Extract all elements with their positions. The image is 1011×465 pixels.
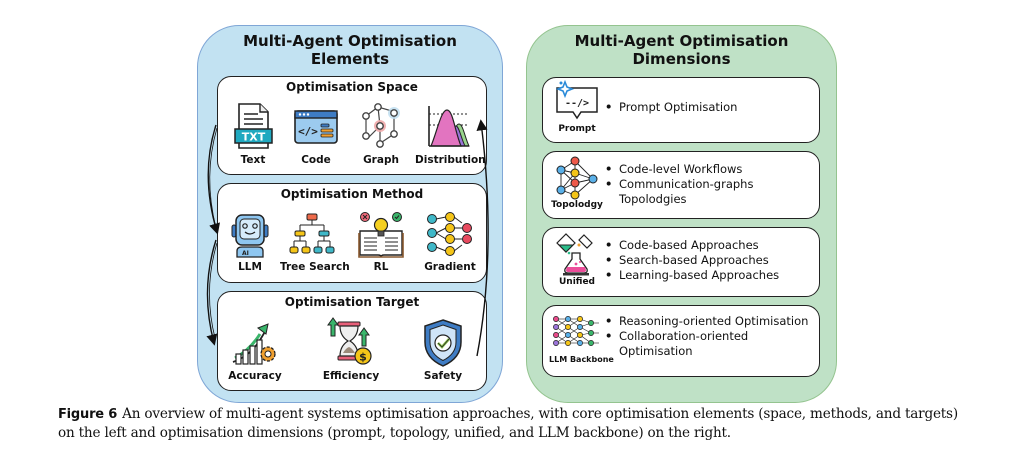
dimensions-title-line1: Multi-Agent Optimisation <box>574 32 789 50</box>
dimensions-panel: Multi-Agent Optimisation Dimensions --/>… <box>526 25 837 403</box>
ai-robot-icon: AI <box>231 214 269 258</box>
optimisation-method-box: Optimisation Method AI LLM <box>217 183 487 283</box>
figure-label: Figure 6 <box>58 407 118 422</box>
space-item-text: TXT Text <box>221 102 285 166</box>
space-item-distribution: Distribution <box>415 102 486 166</box>
dimension-prompt-icon-group: --/> Prompt <box>549 80 605 134</box>
method-label-gradient: Gradient <box>424 261 476 273</box>
txt-document-icon: TXT <box>234 103 273 149</box>
hourglass-dollar-icon: $ <box>327 317 372 365</box>
bullet-item: Reasoning-oriented Optimisation <box>605 314 808 329</box>
target-label-efficiency: Efficiency <box>322 370 380 382</box>
elements-panel-title: Multi-Agent Optimisation Elements <box>198 32 502 68</box>
svg-text:--/>: --/> <box>565 98 589 109</box>
optimisation-target-title: Optimisation Target <box>284 295 420 309</box>
target-item-accuracy: Accuracy <box>223 318 287 382</box>
bullet-item: Code-based Approaches <box>605 238 779 253</box>
dimension-prompt-bullets: Prompt Optimisation <box>605 100 737 115</box>
optimisation-target-box: Optimisation Target Accuracy <box>217 291 487 391</box>
growth-chart-gear-icon <box>232 323 276 365</box>
caption-text: An overview of multi-agent systems optim… <box>58 406 958 441</box>
bullet-item: Prompt Optimisation <box>605 100 737 115</box>
space-item-code: </> Code <box>284 102 348 166</box>
bullet-item: Communication-graphs <box>605 177 753 192</box>
lab-flask-icon <box>556 233 593 276</box>
dimension-unified-box: Unified Code-based Approaches Search-bas… <box>542 227 820 297</box>
method-label-rl: RL <box>373 261 389 273</box>
bullet-item: Collaboration-oriented <box>605 329 808 344</box>
dimension-llm-backbone-icon-group: LLM Backbone <box>549 311 614 364</box>
topology-network-icon <box>556 156 598 200</box>
space-label-text: Text <box>240 154 266 166</box>
method-label-tree-search: Tree Search <box>280 261 350 273</box>
svg-text:AI: AI <box>242 250 249 257</box>
dimension-unified-icon-group: Unified <box>549 231 605 287</box>
lightbulb-book-icon <box>358 212 404 258</box>
optimisation-method-title: Optimisation Method <box>280 187 424 201</box>
method-item-llm: AI LLM <box>218 211 282 273</box>
dimension-topology-bullets: Code-level Workflows Communication-graph… <box>605 162 753 207</box>
method-item-rl: RL <box>349 211 413 273</box>
dimension-prompt-label: Prompt <box>558 124 596 134</box>
method-item-gradient: Gradient <box>418 211 482 273</box>
dimensions-panel-title: Multi-Agent Optimisation Dimensions <box>527 32 836 68</box>
dimension-prompt-box: --/> Prompt Prompt Optimisation <box>542 77 820 143</box>
shield-check-icon <box>424 319 462 367</box>
bullet-item-continuation: Optimisation <box>619 344 693 358</box>
space-label-graph: Graph <box>363 154 399 166</box>
elements-title-line2: Elements <box>310 50 390 68</box>
dimension-llm-backbone-bullets: Reasoning-oriented Optimisation Collabor… <box>605 314 808 359</box>
bullet-item: Code-level Workflows <box>605 162 753 177</box>
svg-text:TXT: TXT <box>242 131 266 144</box>
target-item-efficiency: $ Efficiency <box>319 316 383 382</box>
dimension-topology-box: Topolodgy Code-level Workflows Communica… <box>542 151 820 219</box>
space-label-distribution: Distribution <box>415 154 486 166</box>
space-label-code: Code <box>301 154 331 166</box>
code-window-icon: </> <box>294 110 338 144</box>
dimension-llm-backbone-label: LLM Backbone <box>549 355 614 364</box>
dimension-topology-icon-group: Topolodgy <box>549 156 605 210</box>
target-label-safety: Safety <box>423 370 463 382</box>
space-item-graph: Graph <box>349 102 413 166</box>
bullet-item: Search-based Approaches <box>605 253 779 268</box>
neural-network-icon <box>553 316 599 346</box>
target-label-accuracy: Accuracy <box>228 370 282 382</box>
prompt-code-bubble-icon: --/> <box>555 80 598 120</box>
elements-title-line1: Multi-Agent Optimisation <box>243 32 457 50</box>
bullet-item: Learning-based Approaches <box>605 268 779 283</box>
dimension-topology-label: Topolodgy <box>551 200 603 210</box>
gradient-network-icon <box>427 212 472 256</box>
optimisation-space-title: Optimisation Space <box>286 80 418 94</box>
tree-hierarchy-icon <box>289 213 335 254</box>
graph-nodes-icon <box>362 103 400 148</box>
optimisation-space-box: Optimisation Space TXT Text </> <box>217 76 487 175</box>
dimension-unified-label: Unified <box>558 277 596 287</box>
dimension-unified-bullets: Code-based Approaches Search-based Appro… <box>605 238 779 283</box>
dimensions-title-line2: Dimensions <box>632 50 731 68</box>
target-item-safety: Safety <box>411 318 475 382</box>
bullet-item-continuation: Topolodgies <box>619 192 687 206</box>
svg-text:$: $ <box>359 351 367 364</box>
method-item-tree-search: Tree Search <box>280 211 350 273</box>
method-label-llm: LLM <box>238 261 262 273</box>
dimension-llm-backbone-box: LLM Backbone Reasoning-oriented Optimisa… <box>542 305 820 377</box>
distribution-chart-icon <box>428 106 470 147</box>
svg-text:</>: </> <box>298 125 318 138</box>
elements-panel: Multi-Agent Optimisation Elements Optimi… <box>197 25 503 403</box>
